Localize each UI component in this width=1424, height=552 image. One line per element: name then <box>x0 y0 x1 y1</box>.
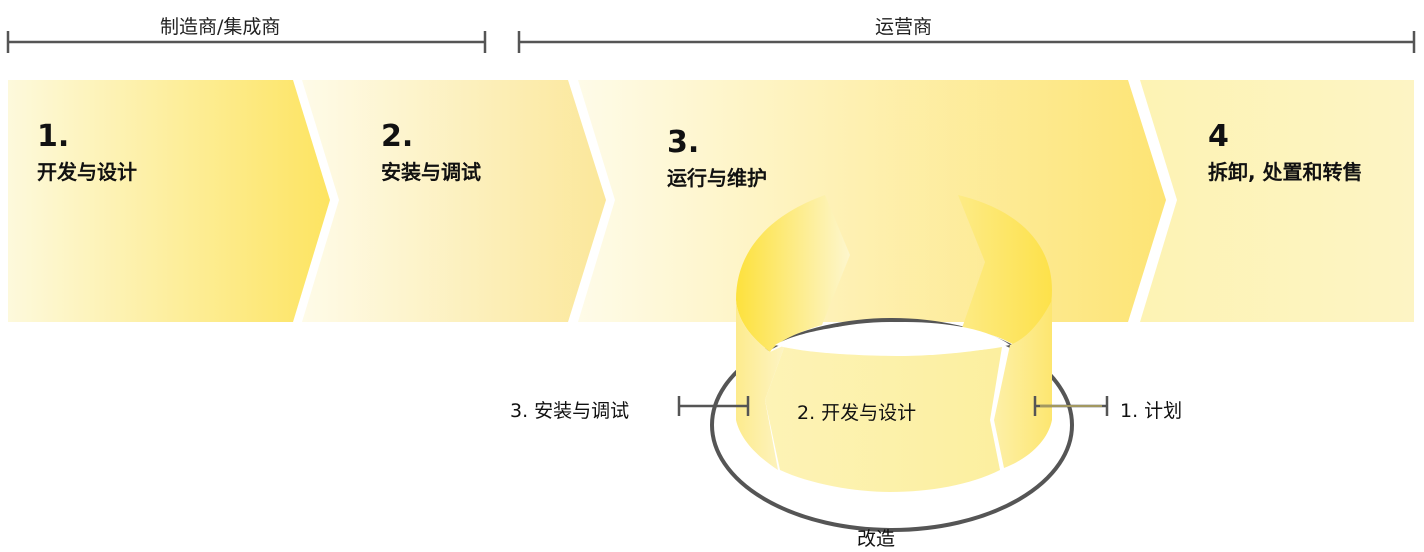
cycle-step-plan: 1. 计划 <box>1120 400 1183 422</box>
role-bracket-operator <box>517 31 1416 53</box>
phase-arrow-2 <box>302 80 606 322</box>
cycle-top-opening <box>775 322 1010 356</box>
cycle-back-left-segment <box>736 195 850 352</box>
cycle-front-right-segment <box>994 300 1052 468</box>
phase-2-number: 2. <box>381 119 414 154</box>
cycle-step-develop: 2. 开发与设计 <box>797 402 917 424</box>
role-bracket-manufacturer <box>6 31 487 53</box>
install-connector <box>677 396 750 416</box>
phase-3-title: 运行与维护 <box>667 166 767 190</box>
role-label-operator: 运营商 <box>875 16 933 38</box>
phase-1-number: 1. <box>37 119 70 154</box>
cycle-front-left-segment <box>736 300 785 470</box>
cycle-front-center-segment <box>765 345 1002 492</box>
cycle-back-right-segment <box>958 195 1052 352</box>
phase-arrow-4 <box>1140 80 1414 322</box>
phase-1-title: 开发与设计 <box>37 160 137 184</box>
retrofit-cycle <box>710 195 1074 532</box>
phase-4-title: 拆卸, 处置和转售 <box>1208 160 1363 184</box>
cycle-step-install: 3. 安装与调试 <box>510 400 630 422</box>
retrofit-label: 改造 <box>857 528 896 550</box>
retrofit-ring <box>710 318 1074 532</box>
role-label-manufacturer: 制造商/集成商 <box>160 16 281 38</box>
phase-2-title: 安装与调试 <box>381 160 481 184</box>
phase-4-number: 4 <box>1208 119 1229 154</box>
phase-3-number: 3. <box>667 125 700 160</box>
phase-arrow-3 <box>578 80 1166 322</box>
phase-arrow-1 <box>8 80 330 322</box>
